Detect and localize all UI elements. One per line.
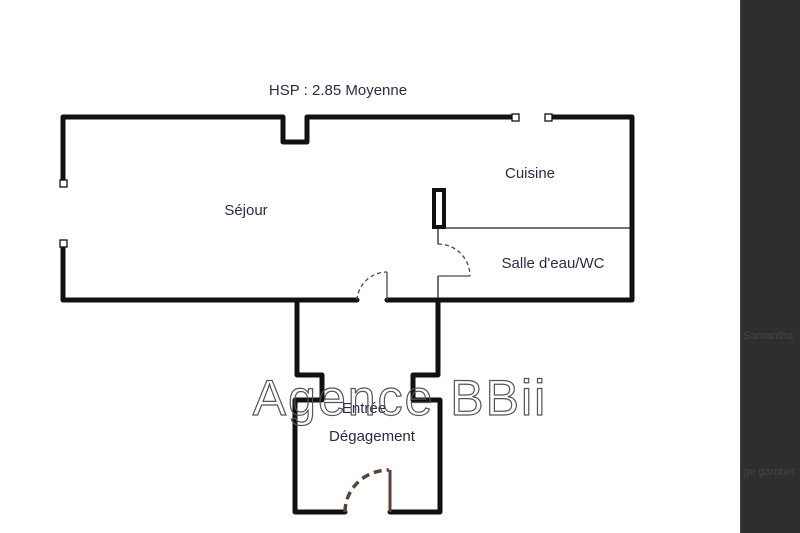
- pillar: [432, 188, 446, 229]
- room-label-sejour: Séjour: [224, 202, 267, 219]
- window-marker: [59, 179, 68, 188]
- living-door-arc: [356, 271, 388, 301]
- right-wall: [384, 114, 635, 303]
- bottom-left-wall: [60, 240, 360, 303]
- floor-plan: HSP : 2.85 Moyenne Séjour Cuisine Salle …: [59, 82, 635, 515]
- room-label-salle-eau: Salle d'eau/WC: [502, 255, 605, 272]
- entrance-right-wall: [387, 297, 443, 515]
- window-marker: [59, 239, 68, 248]
- room-label-entree: Entrée: [342, 400, 386, 417]
- entrance-left-wall: [292, 297, 348, 515]
- room-label-cuisine: Cuisine: [505, 165, 555, 182]
- window-marker: [511, 113, 520, 122]
- entrance-door-arc: [343, 468, 390, 513]
- bathroom-door-arc: [437, 243, 471, 277]
- ceiling-height-label: HSP : 2.85 Moyenne: [269, 82, 407, 99]
- room-label-degagement: Dégagement: [329, 428, 416, 445]
- side-panel-footer: ge gambet: [743, 466, 795, 478]
- top-wall: [60, 114, 518, 186]
- side-panel: Samantha ge gambet: [740, 0, 800, 533]
- side-panel-name: Samantha: [743, 330, 794, 342]
- watermark: Agence BBii: [253, 370, 547, 426]
- window-marker: [544, 113, 553, 122]
